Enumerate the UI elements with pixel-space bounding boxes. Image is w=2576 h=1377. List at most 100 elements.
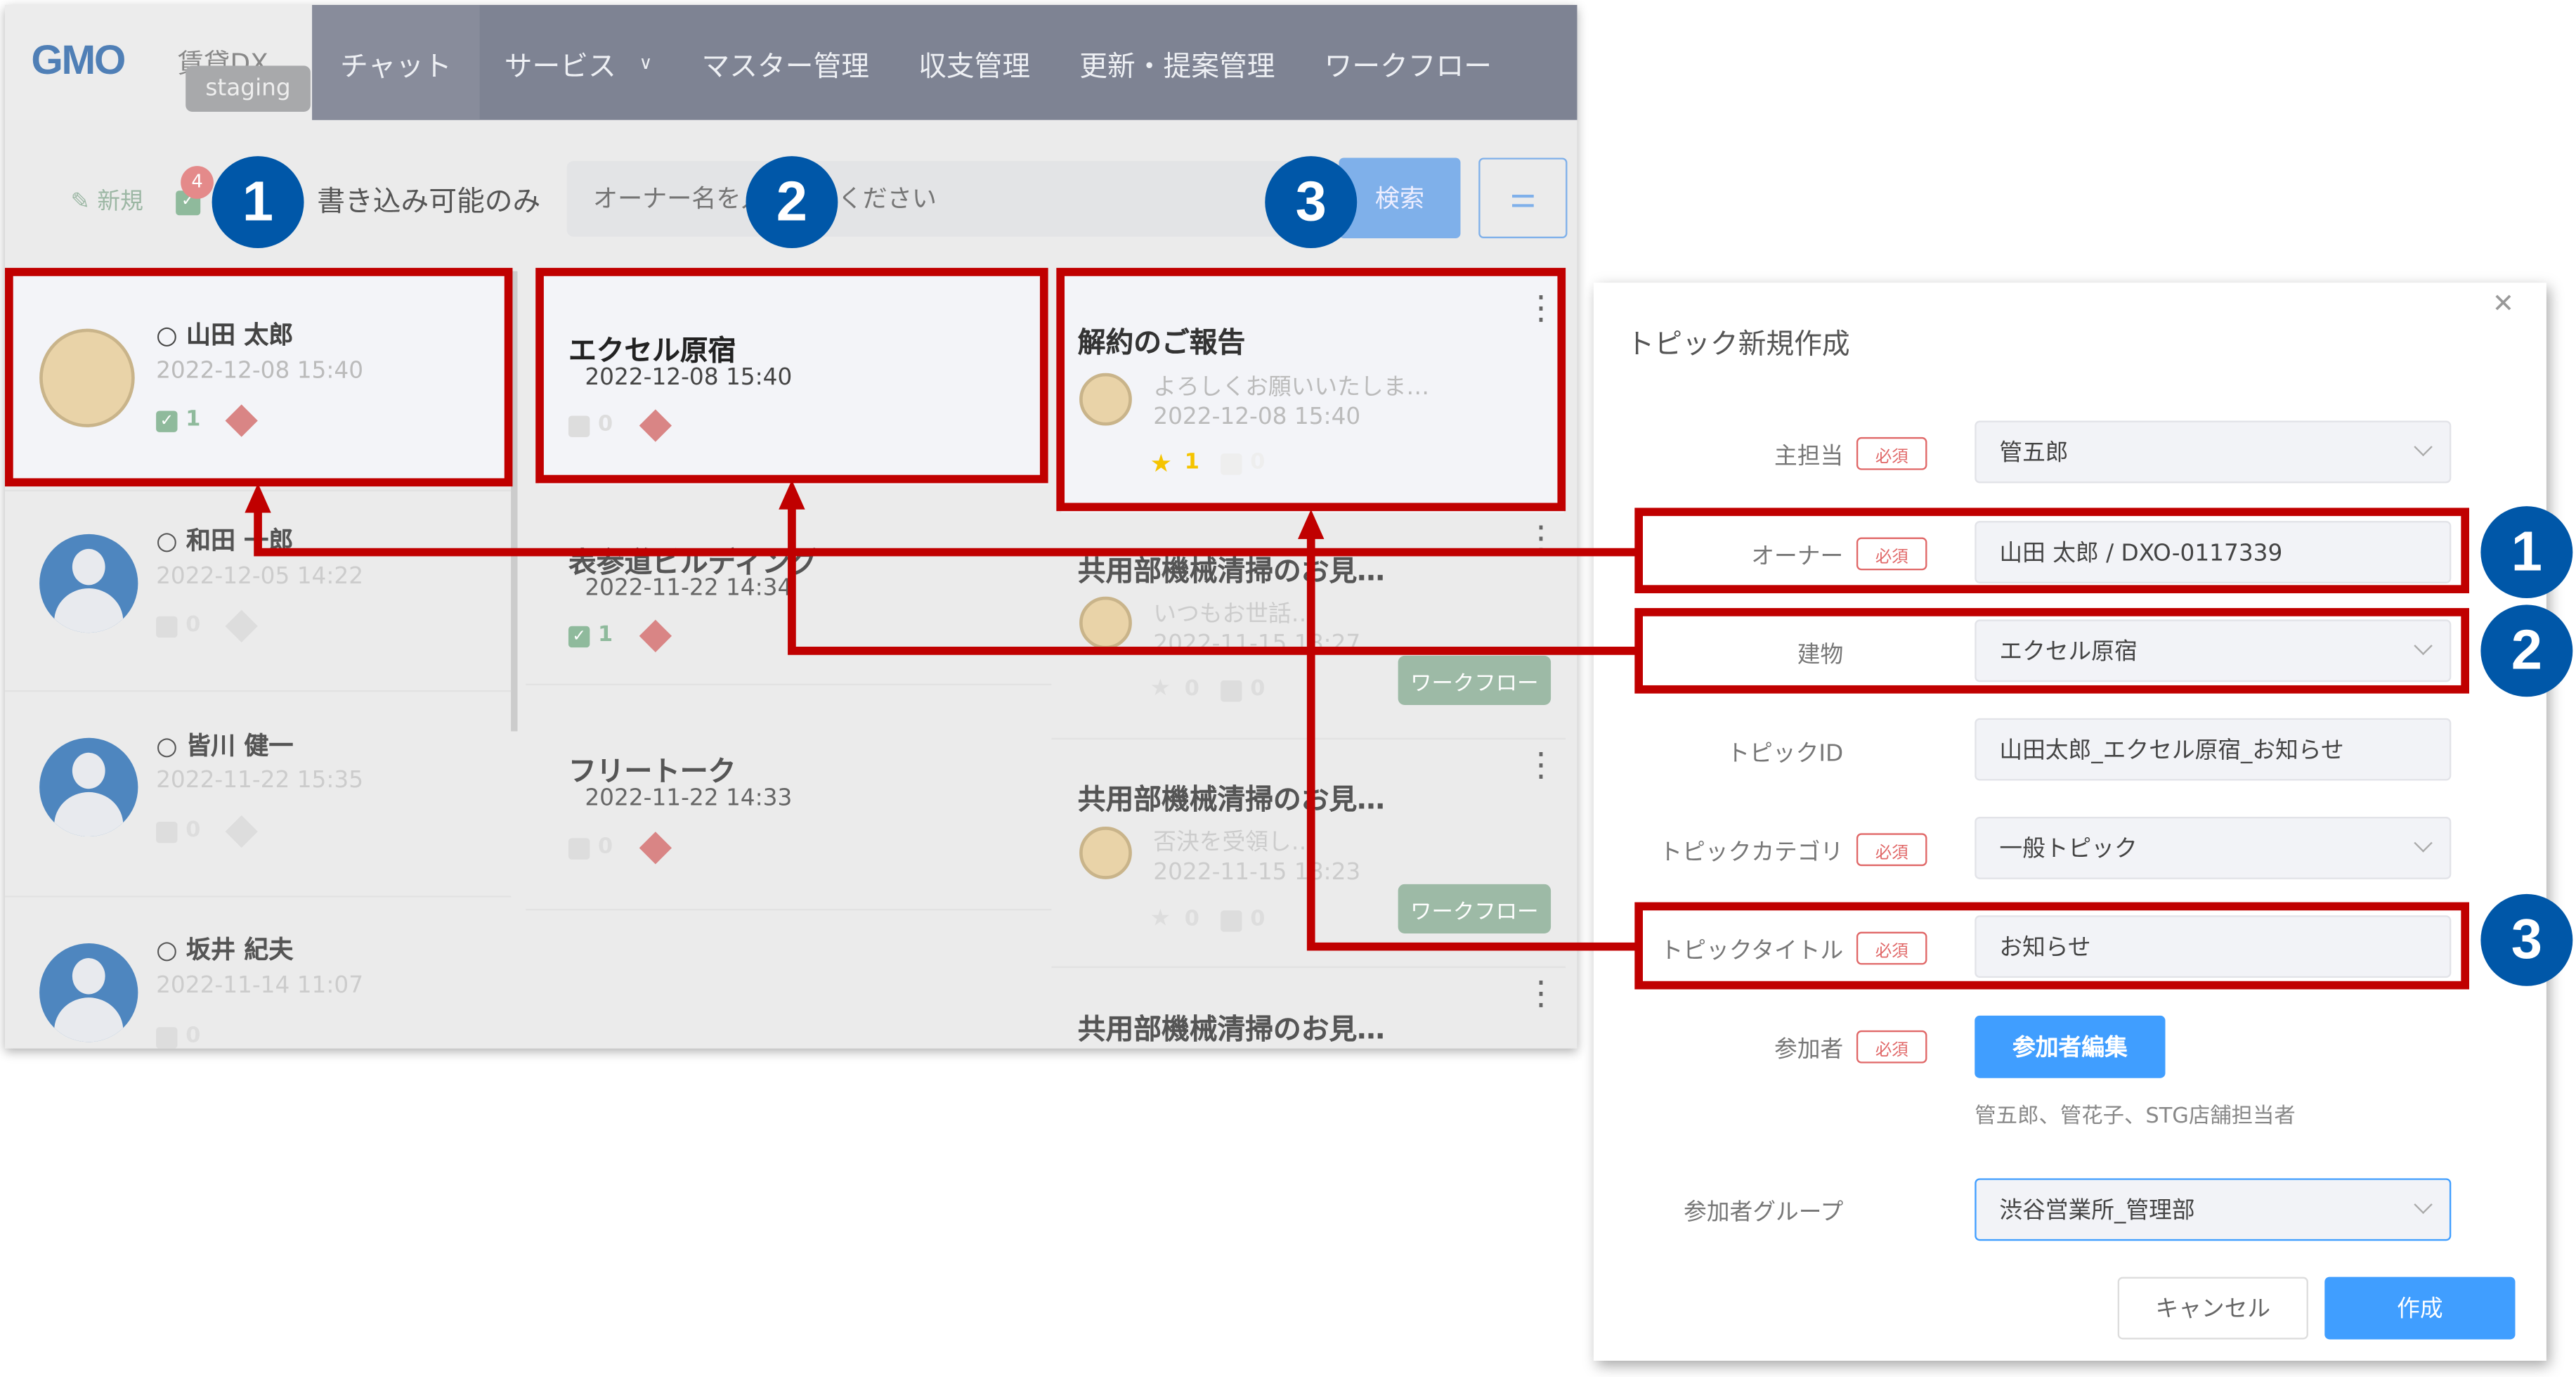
workflow-tag[interactable]: ワークフロー bbox=[1398, 655, 1552, 706]
logo[interactable]: GMO bbox=[31, 37, 126, 84]
topic-category-select[interactable]: 一般トピック bbox=[1975, 816, 2452, 879]
task-count: 0 bbox=[1250, 907, 1266, 932]
new-button[interactable]: ✎ 新規 bbox=[71, 184, 143, 217]
arrow-2 bbox=[788, 501, 1638, 655]
task-count: 0 bbox=[186, 1023, 201, 1049]
arrow-3 bbox=[1306, 529, 1638, 951]
task-check-icon bbox=[156, 822, 178, 843]
field-label: 参加者 bbox=[1774, 1037, 1844, 1064]
workflow-tag[interactable]: ワークフロー bbox=[1398, 884, 1552, 933]
topic-title: 共用部機械清掃のお見… bbox=[1077, 784, 1385, 817]
topic-preview: いつもお世話… bbox=[1153, 601, 1315, 628]
highlight-title-field bbox=[1634, 902, 2470, 990]
building-select[interactable]: エクセル原宿 bbox=[1975, 619, 2452, 683]
notification-badge: 4 bbox=[181, 166, 214, 199]
nav-master[interactable]: マスター管理 bbox=[701, 50, 869, 84]
task-check-icon: ✓ bbox=[568, 626, 590, 648]
owner-avatar-dog bbox=[39, 328, 135, 427]
user-avatar bbox=[1079, 827, 1132, 879]
chevron-down-icon: ∨ bbox=[639, 51, 653, 74]
field-label: 主担当 bbox=[1774, 444, 1844, 470]
field-label: トピックタイトル bbox=[1660, 938, 1844, 965]
cancel-button[interactable]: キャンセル bbox=[2117, 1276, 2308, 1340]
nav-finance[interactable]: 収支管理 bbox=[918, 50, 1031, 84]
participant-group-select[interactable]: 渋谷営業所_管理部 bbox=[1975, 1178, 2452, 1241]
task-check-icon bbox=[1221, 680, 1242, 702]
building-name: エクセル原宿 bbox=[568, 335, 736, 368]
arrowhead-3 bbox=[1298, 509, 1325, 539]
nav-workflow[interactable]: ワークフロー bbox=[1324, 50, 1492, 84]
sliders-icon: ⚌ bbox=[1509, 181, 1537, 216]
required-badge: 必須 bbox=[1856, 931, 1927, 965]
task-check-icon bbox=[568, 838, 590, 860]
topic-id-field[interactable]: 山田太郎_エクセル原宿_お知らせ bbox=[1975, 718, 2452, 781]
field-label: 参加者グループ bbox=[1684, 1199, 1844, 1227]
highlight-topic-card bbox=[1056, 268, 1566, 512]
nav-chat[interactable]: チャット bbox=[312, 5, 480, 120]
highlight-building-field bbox=[1634, 608, 2470, 694]
topic-preview: 否決を受領し… bbox=[1153, 829, 1315, 857]
filter-settings-button[interactable]: ⚌ bbox=[1478, 157, 1568, 239]
required-badge: 必須 bbox=[1856, 833, 1927, 867]
star-count: 1 bbox=[1184, 450, 1199, 475]
topic-card-selected[interactable] bbox=[1061, 271, 1564, 513]
task-count: 0 bbox=[1250, 450, 1266, 475]
owner-name: ○ 坂井 紀夫 bbox=[156, 935, 294, 965]
star-icon[interactable]: ★ bbox=[1150, 675, 1171, 702]
task-check-icon bbox=[156, 616, 178, 638]
star-count: 0 bbox=[1184, 907, 1199, 932]
task-count: 1 bbox=[186, 407, 201, 432]
owner-date: 2022-11-22 15:35 bbox=[156, 767, 364, 794]
create-button[interactable]: 作成 bbox=[2324, 1276, 2516, 1340]
topic-date: 2022-11-15 18:23 bbox=[1153, 859, 1361, 886]
edit-participants-button[interactable]: 参加者編集 bbox=[1975, 1015, 2166, 1078]
nav-renewal[interactable]: 更新・提案管理 bbox=[1079, 50, 1275, 84]
writable-only-label: 書き込み可能のみ bbox=[317, 186, 541, 219]
task-count: 0 bbox=[598, 834, 613, 860]
topic-title-field[interactable]: お知らせ bbox=[1975, 915, 2452, 978]
star-icon[interactable]: ★ bbox=[1150, 448, 1173, 479]
main-assignee-select[interactable]: 管五郎 bbox=[1975, 420, 2452, 484]
owner-avatar bbox=[39, 534, 138, 633]
field-label: トピックID bbox=[1726, 741, 1844, 768]
owner-avatar bbox=[39, 943, 138, 1042]
owner-field[interactable]: 山田 太郎 / DXO-0117339 bbox=[1975, 521, 2452, 583]
task-check-icon: ✓ bbox=[156, 410, 178, 432]
owner-date: 2022-12-08 15:40 bbox=[156, 358, 364, 385]
star-icon[interactable]: ★ bbox=[1150, 905, 1171, 932]
field-label: 建物 bbox=[1797, 642, 1844, 669]
task-count: 0 bbox=[186, 818, 201, 843]
arrowhead-2 bbox=[779, 479, 805, 510]
task-check-icon bbox=[568, 415, 590, 437]
new-label: 新規 bbox=[97, 188, 143, 216]
arrowhead-1 bbox=[245, 483, 271, 513]
owner-name: ○ 皆川 健一 bbox=[156, 731, 294, 761]
required-badge: 必須 bbox=[1856, 537, 1927, 571]
participants-list: 管五郎、管花子、STG店舗担当者 bbox=[1975, 1104, 2296, 1130]
task-check-icon bbox=[1221, 453, 1242, 475]
task-check-icon bbox=[1221, 910, 1242, 932]
callout-3: 3 bbox=[1265, 156, 1358, 249]
building-date: 2022-12-08 15:40 bbox=[585, 365, 793, 392]
topic-title: 共用部機械清掃のお見… bbox=[1077, 555, 1385, 589]
field-label: オーナー bbox=[1751, 543, 1844, 571]
search-button[interactable]: 検索 bbox=[1339, 157, 1461, 239]
owner-date: 2022-12-05 14:22 bbox=[156, 563, 364, 590]
building-card-selected[interactable] bbox=[538, 271, 1048, 485]
close-icon[interactable]: ✕ bbox=[2492, 287, 2515, 319]
scrollbar[interactable] bbox=[511, 271, 518, 732]
arrow-1 bbox=[254, 501, 1638, 557]
task-count: 0 bbox=[186, 613, 201, 638]
highlight-owner-card bbox=[5, 268, 513, 487]
callout-2: 2 bbox=[746, 156, 838, 249]
nav-service[interactable]: サービス∨ bbox=[480, 5, 677, 120]
owner-date: 2022-11-14 11:07 bbox=[156, 973, 364, 1000]
topic-title: 解約のご報告 bbox=[1077, 327, 1246, 361]
highlight-building-card bbox=[535, 268, 1048, 484]
topic-preview: よろしくお願いいたしま… bbox=[1153, 375, 1430, 401]
task-count: 1 bbox=[598, 623, 613, 648]
owner-search-input[interactable] bbox=[566, 161, 1348, 237]
field-label: トピックカテゴリ bbox=[1659, 839, 1844, 867]
task-count: 0 bbox=[598, 412, 613, 437]
